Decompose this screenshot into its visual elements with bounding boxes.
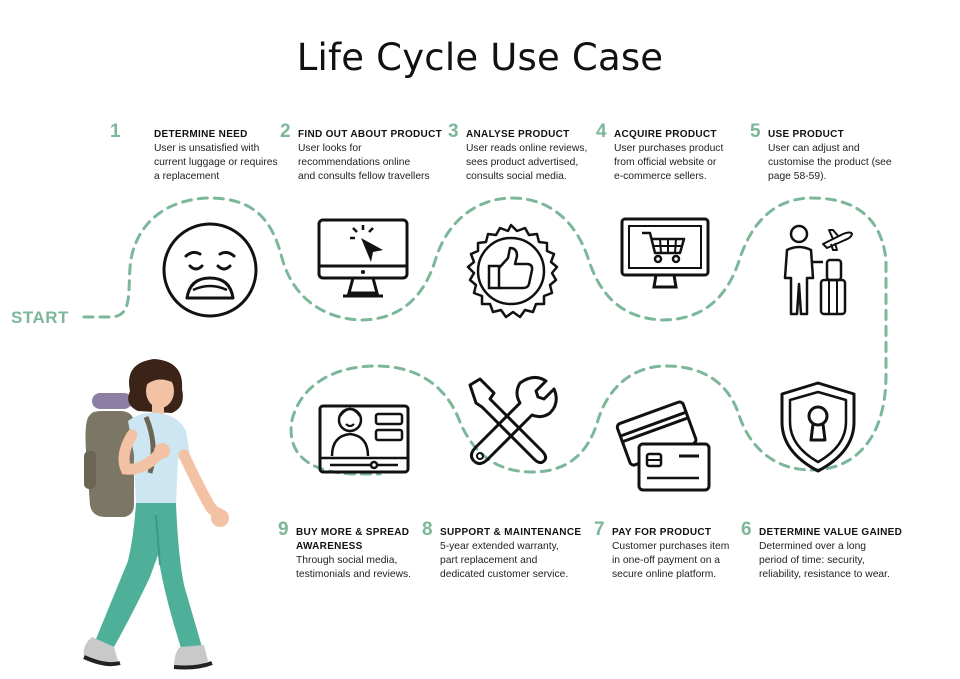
step-number: 6 (741, 519, 752, 540)
step-desc-line: a replacement (154, 171, 220, 182)
step-desc-line: 5-year extended warranty, (440, 541, 559, 552)
step-desc-line: in one-off payment on a (612, 555, 721, 566)
step-desc-line: customise the product (see (768, 157, 892, 168)
start-label: START (11, 308, 69, 327)
step-title: DETERMINE VALUE GAINED (759, 527, 903, 538)
step-number: 7 (594, 519, 605, 540)
step-title: FIND OUT ABOUT PRODUCT (298, 129, 442, 140)
tools-icon (468, 376, 558, 466)
step-desc-line: User purchases product (614, 143, 724, 154)
step-desc-line: dedicated customer service. (440, 569, 569, 580)
step-desc-line: from official website or (614, 157, 717, 168)
step-number: 3 (448, 121, 459, 142)
step-title: ACQUIRE PRODUCT (614, 129, 717, 140)
step-desc-line: User is unsatisfied with (154, 143, 260, 154)
step-number: 9 (278, 519, 289, 540)
step-desc-line: consults social media. (466, 171, 567, 182)
step-desc-line: testimonials and reviews. (296, 569, 412, 580)
step-desc-line: period of time: security, (759, 555, 865, 566)
step-number: 4 (596, 121, 607, 142)
step-title-line-2: AWARENESS (296, 541, 363, 552)
step-desc-line: Determined over a long (759, 541, 867, 552)
step-desc-line: and consults fellow travellers (298, 171, 430, 182)
sad-face-icon (162, 222, 258, 318)
walking-traveller-illustration (83, 359, 229, 670)
step-number: 5 (750, 121, 761, 142)
step-desc-line: User can adjust and (768, 143, 860, 154)
step-desc-line: Through social media, (296, 555, 398, 566)
shopping-cart-monitor-icon (620, 217, 710, 289)
monitor-cursor-icon (317, 218, 409, 298)
step-desc-line: secure online platform. (612, 569, 717, 580)
step-desc-line: User reads online reviews, (466, 143, 588, 154)
step-desc-line: current luggage or requires (154, 157, 278, 168)
step-title: PAY FOR PRODUCT (612, 527, 712, 538)
step-desc-line: sees product advertised, (466, 157, 579, 168)
step-desc-line: User looks for (298, 143, 362, 154)
step-title: DETERMINE NEED (154, 129, 248, 140)
step-number: 2 (280, 121, 291, 142)
page-title: Life Cycle Use Case (296, 36, 664, 79)
video-person-icon (318, 404, 410, 474)
step-desc-line: reliability, resistance to wear. (759, 569, 890, 580)
step-desc-line: Customer purchases item (612, 541, 730, 552)
credit-cards-icon (615, 400, 711, 492)
step-desc-line: part replacement and (440, 555, 538, 566)
step-title: BUY MORE & SPREAD (296, 527, 410, 538)
step-number: 1 (110, 121, 121, 142)
traveller-luggage-icon (783, 224, 853, 316)
step-desc-line: recommendations online (298, 157, 411, 168)
dashed-flow-line (82, 196, 888, 476)
step-number: 8 (422, 519, 433, 540)
step-title: USE PRODUCT (768, 129, 845, 140)
thumbs-up-badge-icon (466, 223, 559, 319)
shield-keyhole-icon (780, 381, 856, 473)
step-title: ANALYSE PRODUCT (466, 129, 570, 140)
step-desc-line: e-commerce sellers. (614, 171, 707, 182)
step-title: SUPPORT & MAINTENANCE (440, 527, 582, 538)
step-desc-line: page 58-59). (768, 171, 827, 182)
